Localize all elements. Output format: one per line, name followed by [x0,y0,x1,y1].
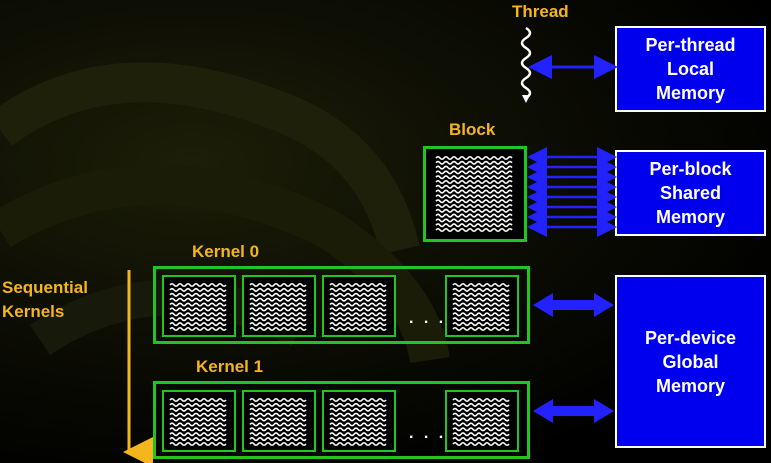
memory-text-line: Memory [655,375,726,396]
threads-cluster-icon [169,397,227,447]
memory-text-line: Shared [659,183,722,203]
block-shared-arrows [527,147,617,237]
memory-text-line: Local [666,59,714,79]
sequential-label-line1: Sequential [2,278,88,297]
threads-cluster-icon [452,397,510,447]
per-block-shared-memory-box: Per-block Shared Memory [615,150,766,236]
sequential-kernels-label: Sequential Kernels [2,276,88,324]
memory-text-line: Memory [655,207,726,227]
sequential-label-line2: Kernels [2,302,65,321]
block-label: Block [449,120,496,139]
kernel-global-arrows [533,293,614,423]
memory-text-line: Per-block [649,159,732,179]
memory-text-line: Per-device [644,327,737,348]
thread-squiggle-icon [520,26,532,100]
threads-cluster-icon [329,397,387,447]
memory-text-line: Global [662,351,719,372]
kernel-0-label: Kernel 0 [192,242,260,261]
threads-cluster-icon [249,397,307,447]
threads-cluster-icon [169,282,227,332]
thread-label: Thread [512,2,569,21]
ellipsis: . . . [409,310,447,327]
kernel-1-label: Kernel 1 [196,357,264,376]
per-device-global-memory-box: Per-device Global Memory [615,275,766,448]
per-thread-local-memory-box: Per-thread Local Memory [615,26,766,112]
memory-text-line: Per-thread [645,35,736,55]
threads-cluster-icon [329,282,387,332]
threads-cluster-icon [452,282,510,332]
threads-cluster-icon [435,155,513,233]
ellipsis: . . . [409,425,447,442]
threads-cluster-icon [249,282,307,332]
memory-text-line: Memory [655,83,726,103]
